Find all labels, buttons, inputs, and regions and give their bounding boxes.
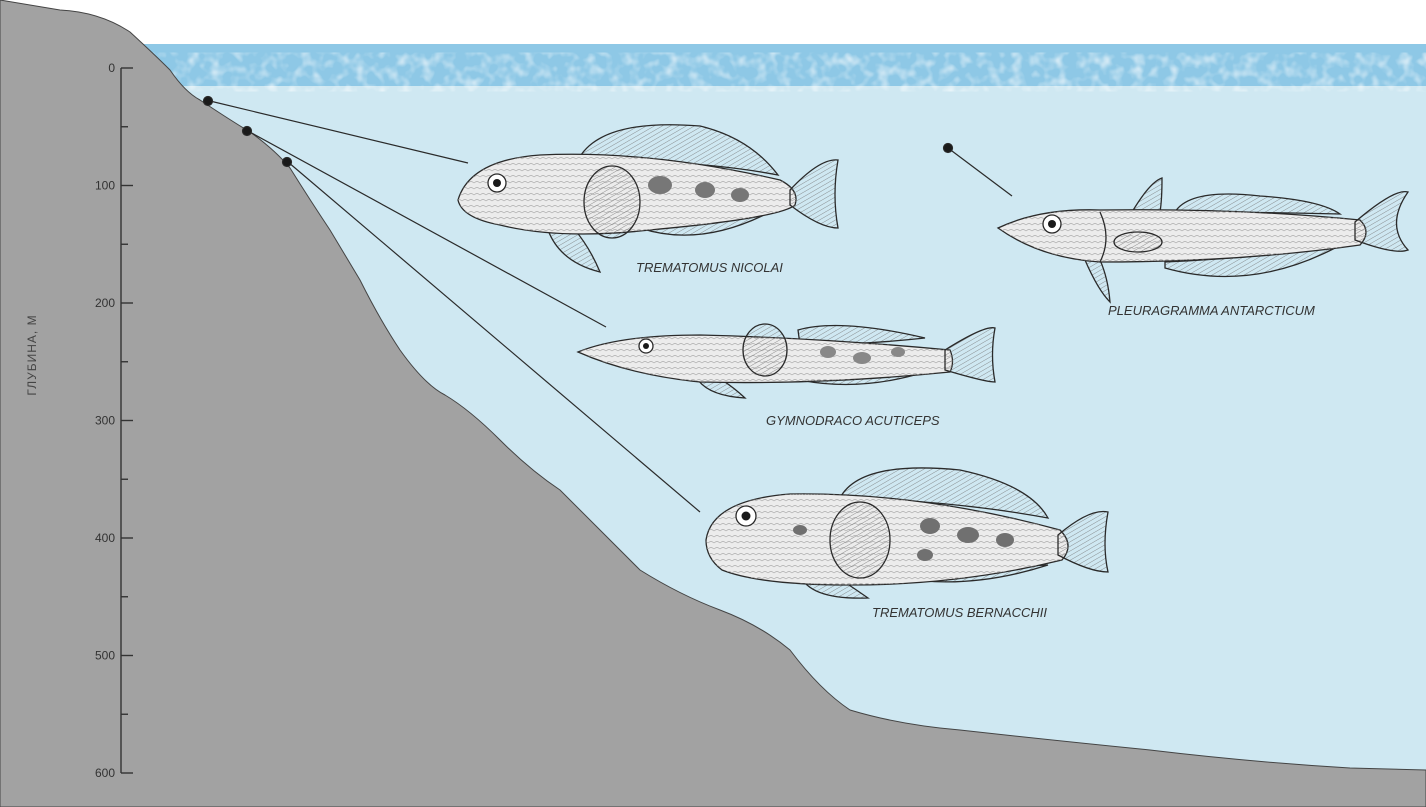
depth-tick-label: 200: [95, 296, 115, 310]
depth-tick-label: 0: [108, 61, 115, 75]
depth-tick-label: 600: [95, 766, 115, 780]
species-label-pleuragramma: PLEURAGRAMMA ANTARCTICUM: [1108, 303, 1315, 318]
habitat-dot-bernacchii: [283, 158, 292, 167]
species-label-bernacchii: TREMATOMUS BERNACCHII: [872, 605, 1047, 620]
depth-tick-label: 100: [95, 179, 115, 193]
depth-tick-label: 300: [95, 414, 115, 428]
depth-axis-title: ГЛУБИНА, М: [25, 314, 39, 395]
surface-foam: [0, 56, 1426, 88]
fish-pectoral-fin: [1114, 232, 1162, 252]
species-label-nicolai: TREMATOMUS NICOLAI: [636, 260, 783, 275]
habitat-dot-gymnodraco: [243, 127, 252, 136]
habitat-dot-nicolai: [204, 97, 213, 106]
fish-pectoral-fin: [830, 502, 890, 578]
depth-tick-label: 500: [95, 649, 115, 663]
depth-tick-label: 400: [95, 531, 115, 545]
fish-pectoral-fin: [584, 166, 640, 238]
habitat-dot-pleuragramma: [944, 144, 953, 153]
species-label-gymnodraco: GYMNODRACO ACUTICEPS: [766, 413, 940, 428]
fish-pectoral-fin: [743, 324, 787, 376]
